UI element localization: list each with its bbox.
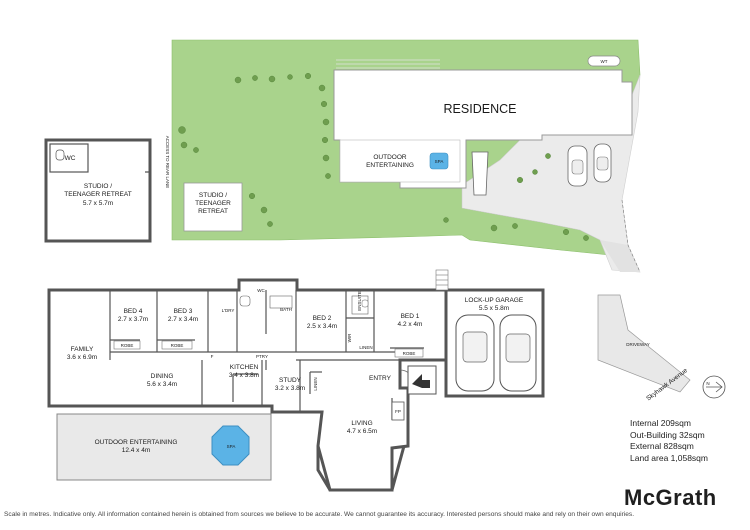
outbuilding-area: Out-Building 32sqm — [630, 429, 705, 440]
linen-label: LINEN — [359, 345, 372, 350]
fridge-label: F — [211, 354, 214, 359]
living-label: LIVING — [351, 420, 372, 427]
site-studio — [183, 182, 243, 232]
outbuilding-plan: WC STUDIO /TEENAGER RETREAT 5.7 x 5.7m — [44, 138, 152, 243]
garage-walls — [444, 288, 545, 398]
family-label: FAMILY — [71, 346, 94, 353]
study-size: 3.2 x 3.8m — [275, 385, 305, 392]
site-residence-label: RESIDENCE — [444, 102, 517, 116]
car-icon — [593, 143, 612, 183]
site-spa-label: SPA — [435, 159, 444, 164]
outdoor-entertaining-label: OUTDOOR ENTERTAINING — [95, 439, 178, 446]
driveway-label: DRIVEWAY — [626, 342, 650, 347]
bed3-size: 2.7 x 3.4m — [168, 316, 198, 323]
bed2-label: BED 2 — [313, 315, 332, 322]
study-linen-label: LINEN — [313, 377, 318, 390]
study-label: STUDY — [279, 377, 302, 384]
land-area: Land area 1,058sqm — [630, 452, 708, 463]
kitchen-size: 3.4 x 3.8m — [229, 372, 259, 379]
wir-label: WIR — [347, 333, 352, 342]
family-size: 3.6 x 6.9m — [67, 354, 97, 361]
wc-label: WC — [257, 288, 265, 293]
car-icon — [567, 145, 588, 187]
driveway — [597, 294, 691, 393]
brand-logo: McGrath — [624, 485, 717, 510]
bed4-label: BED 4 — [124, 308, 143, 315]
bath-label: BATH — [280, 307, 292, 312]
north-arrow-icon — [702, 375, 726, 399]
site-spa-pool — [429, 152, 449, 170]
compass-label: N — [706, 381, 709, 386]
spa-pool — [211, 425, 250, 466]
boundary-line — [621, 199, 641, 273]
bed2-size: 2.5 x 3.4m — [307, 323, 337, 330]
car-icon — [499, 314, 537, 392]
water-tank-label: WT — [601, 59, 608, 64]
dining-size: 5.6 x 3.4m — [147, 381, 177, 388]
kitchen-label: KITCHEN — [230, 364, 259, 371]
house-floor-plan: FAMILY 3.6 x 6.9m BED 4 2.7 x 3.7m BED 3… — [47, 269, 545, 492]
ensuite-label: ENSUITE — [357, 291, 362, 311]
driveway-strip — [600, 240, 640, 272]
external-area: External 828sqm — [630, 441, 694, 451]
bed1-size: 4.2 x 4m — [398, 321, 423, 328]
bed3-label: BED 3 — [174, 308, 193, 315]
bed1-label: BED 1 — [401, 313, 420, 320]
garage-size: 5.5 x 5.8m — [479, 305, 509, 312]
pergola — [336, 59, 440, 69]
internal-area: Internal 209sqm — [630, 418, 691, 428]
disclaimer: Scale in metres. Indicative only. All in… — [4, 511, 635, 518]
outer-walls — [47, 278, 448, 492]
internal-walls — [109, 290, 424, 420]
entry-label: ENTRY — [369, 375, 392, 382]
shrubs — [178, 72, 589, 241]
living-bay — [316, 445, 406, 492]
boat-icon — [471, 151, 489, 196]
area-summary: Internal 209sqm Out-Building 32sqm Exter… — [630, 418, 708, 464]
water-tank — [587, 55, 621, 67]
living-size: 4.7 x 6.5m — [347, 428, 377, 435]
bed3-robe-label: ROBE — [171, 343, 184, 348]
fireplace-label: FP — [395, 409, 401, 414]
laundry-label: L'DRY — [222, 308, 235, 313]
outbuilding-size-label: 5.7 x 5.7m — [83, 200, 113, 207]
garage-label: LOCK-UP GARAGE — [465, 297, 524, 304]
pantry-label: PTRY — [256, 354, 268, 359]
driveway-plan: DRIVEWAY Skyhawk Avenue N — [597, 294, 726, 402]
car-icon — [455, 314, 495, 392]
rear-lane-access-label: ACCESS TO REAR LANE — [165, 136, 170, 189]
entry-steps — [435, 269, 449, 291]
dining-label: DINING — [151, 373, 174, 380]
spa-label: SPA — [227, 444, 236, 449]
bed4-size: 2.7 x 3.7m — [118, 316, 148, 323]
bed4-robe-label: ROBE — [121, 343, 134, 348]
outbuilding-wc-label: WC — [65, 155, 76, 162]
outbuilding-name-label: STUDIO /TEENAGER RETREAT — [64, 183, 131, 198]
bed1-robe-label: ROBE — [403, 351, 416, 356]
outdoor-entertaining-size: 12.4 x 4m — [122, 447, 151, 454]
